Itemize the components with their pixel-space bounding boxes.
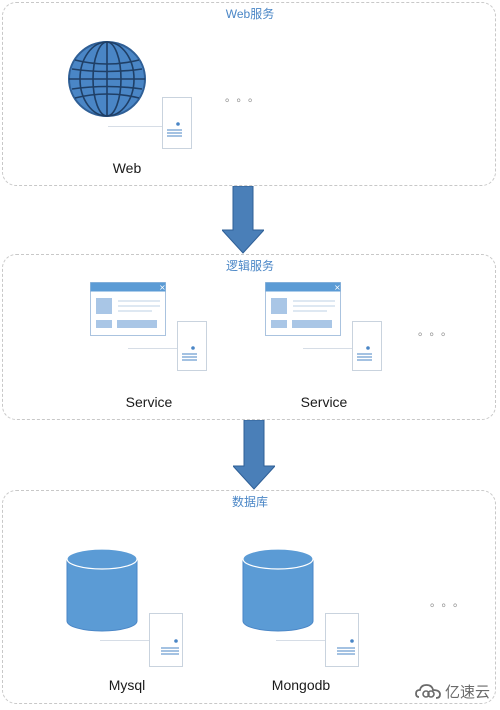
svg-text:×: × — [334, 283, 341, 292]
server-node-icon — [162, 97, 192, 149]
logic-more-ellipsis: 。。。 — [418, 326, 458, 338]
server-node-icon — [325, 613, 359, 667]
globe-icon — [68, 41, 146, 117]
service-1-connector-line — [128, 348, 178, 349]
web-node-label: Web — [112, 160, 142, 176]
web-service-panel-title: Web服务 — [225, 7, 275, 21]
server-node-icon — [149, 613, 183, 667]
logic-service-panel — [2, 254, 496, 420]
service-2-label: Service — [300, 394, 348, 410]
database-icon — [66, 548, 138, 632]
server-node-icon — [177, 321, 207, 371]
web-connector-line — [108, 126, 163, 127]
watermark-text: 亿速云 — [444, 683, 490, 701]
window-icon: × — [265, 282, 341, 336]
database-more-ellipsis: 。。。 — [430, 597, 470, 609]
logic-service-panel-title: 逻辑服务 — [225, 259, 274, 273]
watermark: 亿速云 — [415, 681, 490, 702]
mysql-label: Mysql — [108, 677, 146, 693]
database-icon — [242, 548, 314, 632]
mongodb-label: Mongodb — [271, 677, 331, 693]
database-panel-title: 数据库 — [231, 495, 268, 509]
cloud-logo-icon — [415, 683, 441, 699]
mysql-connector-line — [100, 640, 150, 641]
down-arrow-icon — [222, 186, 264, 254]
service-2-connector-line — [303, 348, 353, 349]
window-icon: × — [90, 282, 166, 336]
service-1-label: Service — [125, 394, 173, 410]
server-node-icon — [352, 321, 382, 371]
web-more-ellipsis: 。。。 — [225, 92, 265, 104]
mongodb-connector-line — [276, 640, 326, 641]
down-arrow-icon — [233, 420, 275, 490]
svg-text:×: × — [159, 283, 166, 292]
